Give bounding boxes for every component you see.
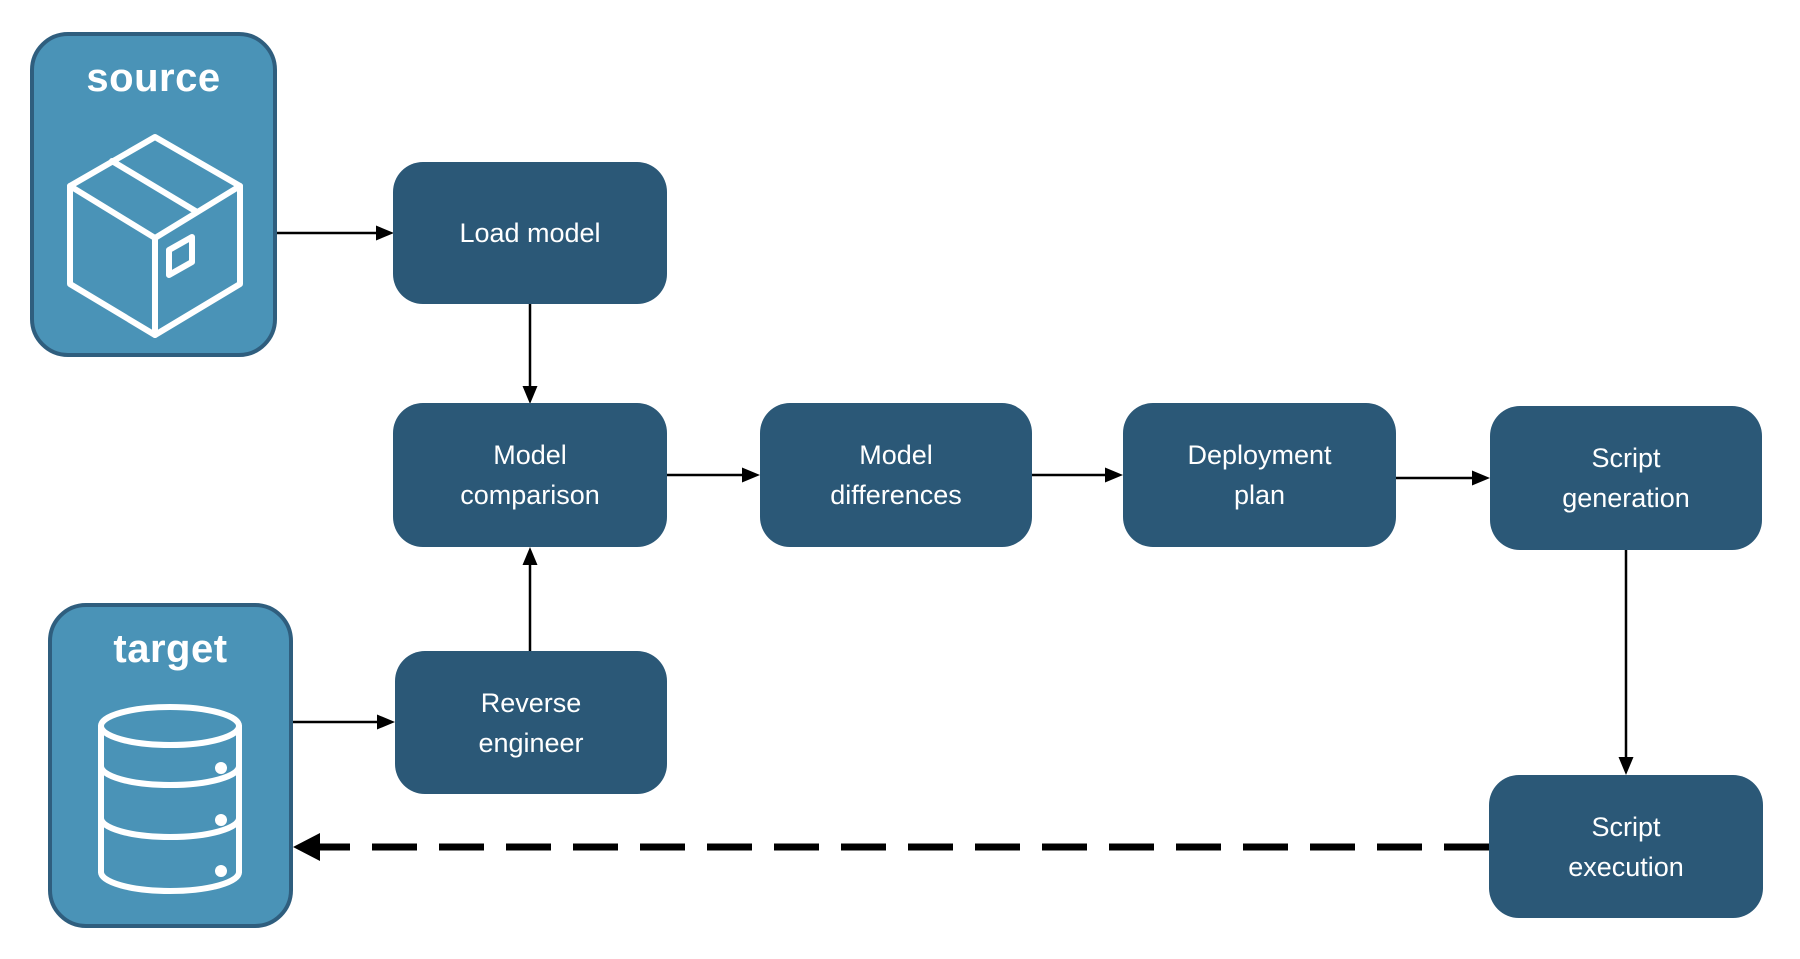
arrow-deployment-plan-to-script-generation — [1396, 470, 1490, 486]
node-model-differences: Model differences — [760, 403, 1032, 547]
arrow-target-to-reverse-engineer — [293, 714, 395, 730]
arrow-model-comparison-to-model-differences — [667, 467, 760, 483]
target-label: target — [113, 627, 228, 671]
arrow-model-differences-to-deployment-plan — [1032, 467, 1123, 483]
arrow-load-model-to-model-comparison — [522, 304, 538, 404]
database-icon — [98, 704, 242, 894]
dashed-arrow-script-execution-to-target — [293, 833, 1489, 861]
arrow-source-to-load-model — [277, 225, 394, 241]
node-load-model: Load model — [393, 162, 667, 304]
node-deployment-plan: Deployment plan — [1123, 403, 1396, 547]
arrow-script-generation-to-script-execution — [1618, 550, 1634, 775]
target-entity: target — [48, 603, 293, 928]
node-model-comparison: Model comparison — [393, 403, 667, 547]
node-reverse-engineer: Reverse engineer — [395, 651, 667, 794]
arrow-reverse-engineer-to-model-comparison — [522, 547, 538, 651]
node-script-execution: Script execution — [1489, 775, 1763, 918]
node-script-generation: Script generation — [1490, 406, 1762, 550]
package-icon — [67, 134, 243, 338]
source-label: source — [86, 56, 221, 100]
source-entity: source — [30, 32, 277, 357]
